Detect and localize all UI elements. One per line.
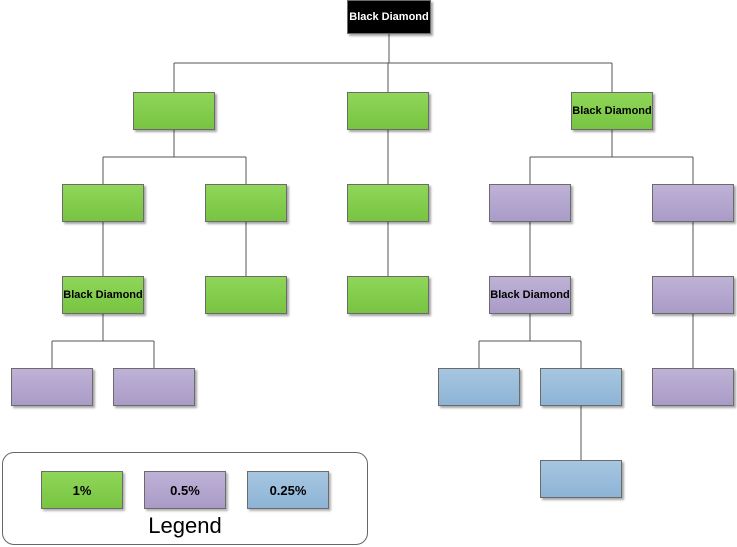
node-l1-right: Black Diamond xyxy=(571,92,653,130)
node-l3-a: Black Diamond xyxy=(62,276,144,314)
node-root: Black Diamond xyxy=(347,0,431,34)
node-l5-a xyxy=(540,460,622,498)
node-l1-left xyxy=(133,92,215,130)
node-l4-c xyxy=(438,368,520,406)
node-l3-b xyxy=(205,276,287,314)
node-l4-b xyxy=(113,368,195,406)
node-l2-c xyxy=(347,184,429,222)
node-l4-a xyxy=(11,368,93,406)
legend-box: 1% 0.5% 0.25% Legend xyxy=(2,452,368,545)
node-l3-c xyxy=(347,276,429,314)
node-l2-e xyxy=(652,184,734,222)
legend-swatch-0-5pct: 0.5% xyxy=(144,471,226,509)
legend-swatch-1pct: 1% xyxy=(41,471,123,509)
node-l2-d xyxy=(489,184,571,222)
node-l2-b xyxy=(205,184,287,222)
node-l3-e xyxy=(652,276,734,314)
legend-swatch-0-25pct: 0.25% xyxy=(247,471,329,509)
node-l4-e xyxy=(652,368,734,406)
node-l3-d: Black Diamond xyxy=(489,276,571,314)
legend-title: Legend xyxy=(148,513,222,538)
node-l1-mid xyxy=(347,92,429,130)
node-l4-d xyxy=(540,368,622,406)
node-l2-a xyxy=(62,184,144,222)
